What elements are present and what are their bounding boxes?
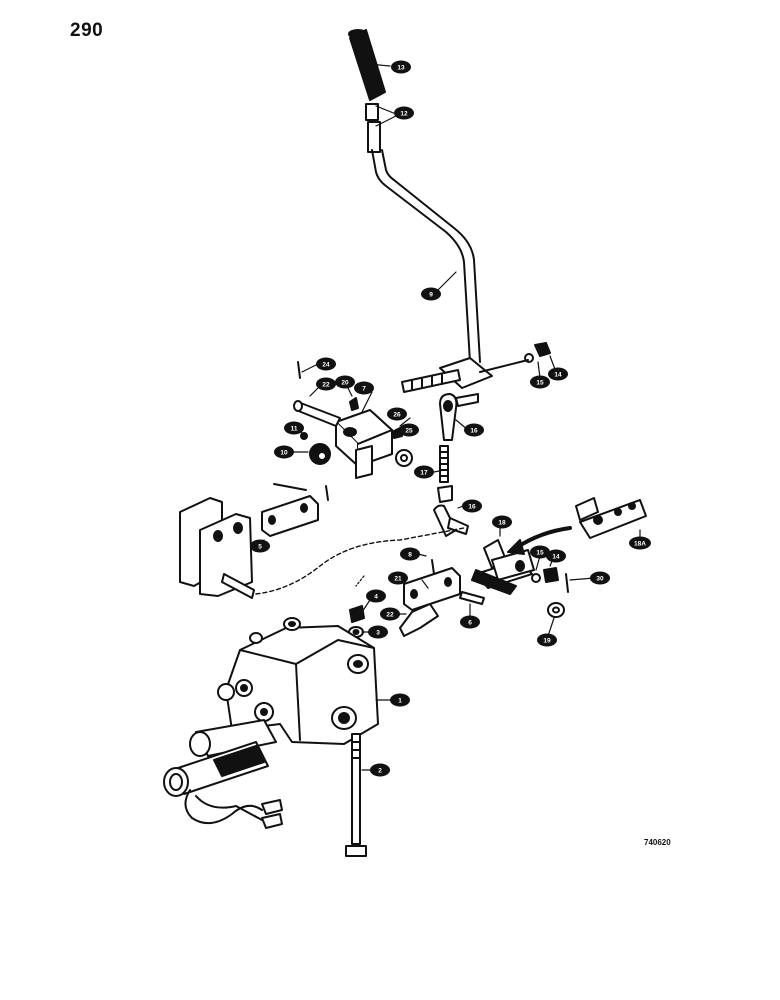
callout-16-lower: 16 [462, 499, 482, 513]
valve-spool-upper [189, 719, 277, 757]
drawing-code: 740620 [644, 838, 671, 847]
callout-label: 17 [420, 470, 428, 477]
control-valve-body [217, 617, 379, 745]
callout-label: 22 [386, 612, 394, 619]
flat-washer [395, 449, 413, 467]
cotter-pin [297, 361, 301, 379]
callout-8-upper: 8 [400, 547, 420, 561]
callout-26: 26 [387, 407, 407, 421]
mounting-plate-front [199, 513, 253, 597]
callout-16-upper: 16 [464, 423, 484, 437]
wire-lead [184, 789, 283, 829]
washer-lower [547, 602, 565, 618]
callout-label: 6 [468, 620, 472, 627]
callout-2: 2 [370, 763, 390, 777]
callout-label: 18 [498, 520, 506, 527]
callout-9: 9 [421, 287, 441, 301]
callout-label: 24 [322, 362, 330, 369]
callout-label: 8 [408, 552, 412, 559]
callout-20: 20 [335, 375, 355, 389]
callout-5: 5 [250, 539, 270, 553]
callout-18: 18 [492, 515, 512, 529]
callout-label: 21 [394, 576, 402, 583]
lever-knob [348, 29, 386, 101]
callout-label: 14 [554, 372, 562, 379]
callout-22-lower: 22 [380, 607, 400, 621]
callout-label: 13 [397, 65, 405, 72]
lever-base [401, 357, 493, 393]
callout-15-lower: 15 [530, 545, 550, 559]
callout-label: 2 [378, 768, 382, 775]
callout-label: 18A [634, 541, 646, 548]
rod-end-lower [433, 485, 469, 537]
callout-21: 21 [388, 571, 408, 585]
replacement-bracket [575, 497, 647, 539]
clevis-bracket [471, 539, 535, 595]
callout-label: 10 [280, 450, 288, 457]
callout-18a: 18A [629, 536, 651, 550]
small-fittings [300, 397, 403, 440]
callout-label: 16 [468, 504, 476, 511]
callout-label: 1 [398, 698, 402, 705]
callout-12: 12 [394, 106, 414, 120]
pivot-block [335, 409, 393, 479]
callout-24: 24 [316, 357, 336, 371]
callout-label: 14 [552, 554, 560, 561]
rod-end-upper [439, 393, 479, 441]
callout-17: 17 [414, 465, 434, 479]
callout-label: 19 [543, 638, 551, 645]
callout-11: 11 [284, 421, 304, 435]
page-number: 290 [70, 20, 104, 41]
threaded-rod [439, 445, 449, 483]
callout-25: 25 [399, 423, 419, 437]
washer-and-nut [479, 342, 551, 373]
callout-14-lower: 14 [546, 549, 566, 563]
callout-3: 3 [368, 625, 388, 639]
bolt-small [431, 559, 485, 605]
callout-15-upper: 15 [530, 375, 550, 389]
callout-19: 19 [537, 633, 557, 647]
bushing [309, 443, 331, 465]
callout-label: 15 [536, 380, 544, 387]
callout-label: 16 [470, 428, 478, 435]
callout-label: 26 [393, 412, 401, 419]
lever-rod [371, 149, 481, 363]
release-lever [399, 603, 439, 637]
callout-7: 7 [354, 381, 374, 395]
callout-14-upper: 14 [548, 367, 568, 381]
callout-label: 20 [341, 380, 349, 387]
plate-pin [221, 573, 255, 599]
callout-label: 22 [322, 382, 330, 389]
callout-label: 12 [400, 111, 408, 118]
valve-spool-lower [163, 741, 269, 797]
callout-10: 10 [274, 445, 294, 459]
link-plate-lower [403, 567, 461, 611]
callout-label: 4 [374, 594, 378, 601]
callout-label: 3 [376, 630, 380, 637]
callout-4: 4 [366, 589, 386, 603]
callout-label: 7 [362, 386, 366, 393]
pivot-pin [293, 400, 341, 427]
callout-30: 30 [590, 571, 610, 585]
callout-1: 1 [390, 693, 410, 707]
lever-sleeve [365, 103, 381, 153]
callout-label: 25 [405, 428, 413, 435]
washer-nut-lower [531, 567, 569, 593]
callout-label: 30 [596, 576, 604, 583]
long-bolt [345, 733, 367, 857]
callout-label: 9 [429, 292, 433, 299]
callout-22: 22 [316, 377, 336, 391]
callout-13: 13 [391, 60, 411, 74]
callout-label: 11 [291, 426, 298, 433]
callout-label: 5 [258, 544, 262, 551]
link-plate-upper [261, 483, 329, 537]
callout-label: 15 [536, 550, 544, 557]
callout-6: 6 [460, 615, 480, 629]
